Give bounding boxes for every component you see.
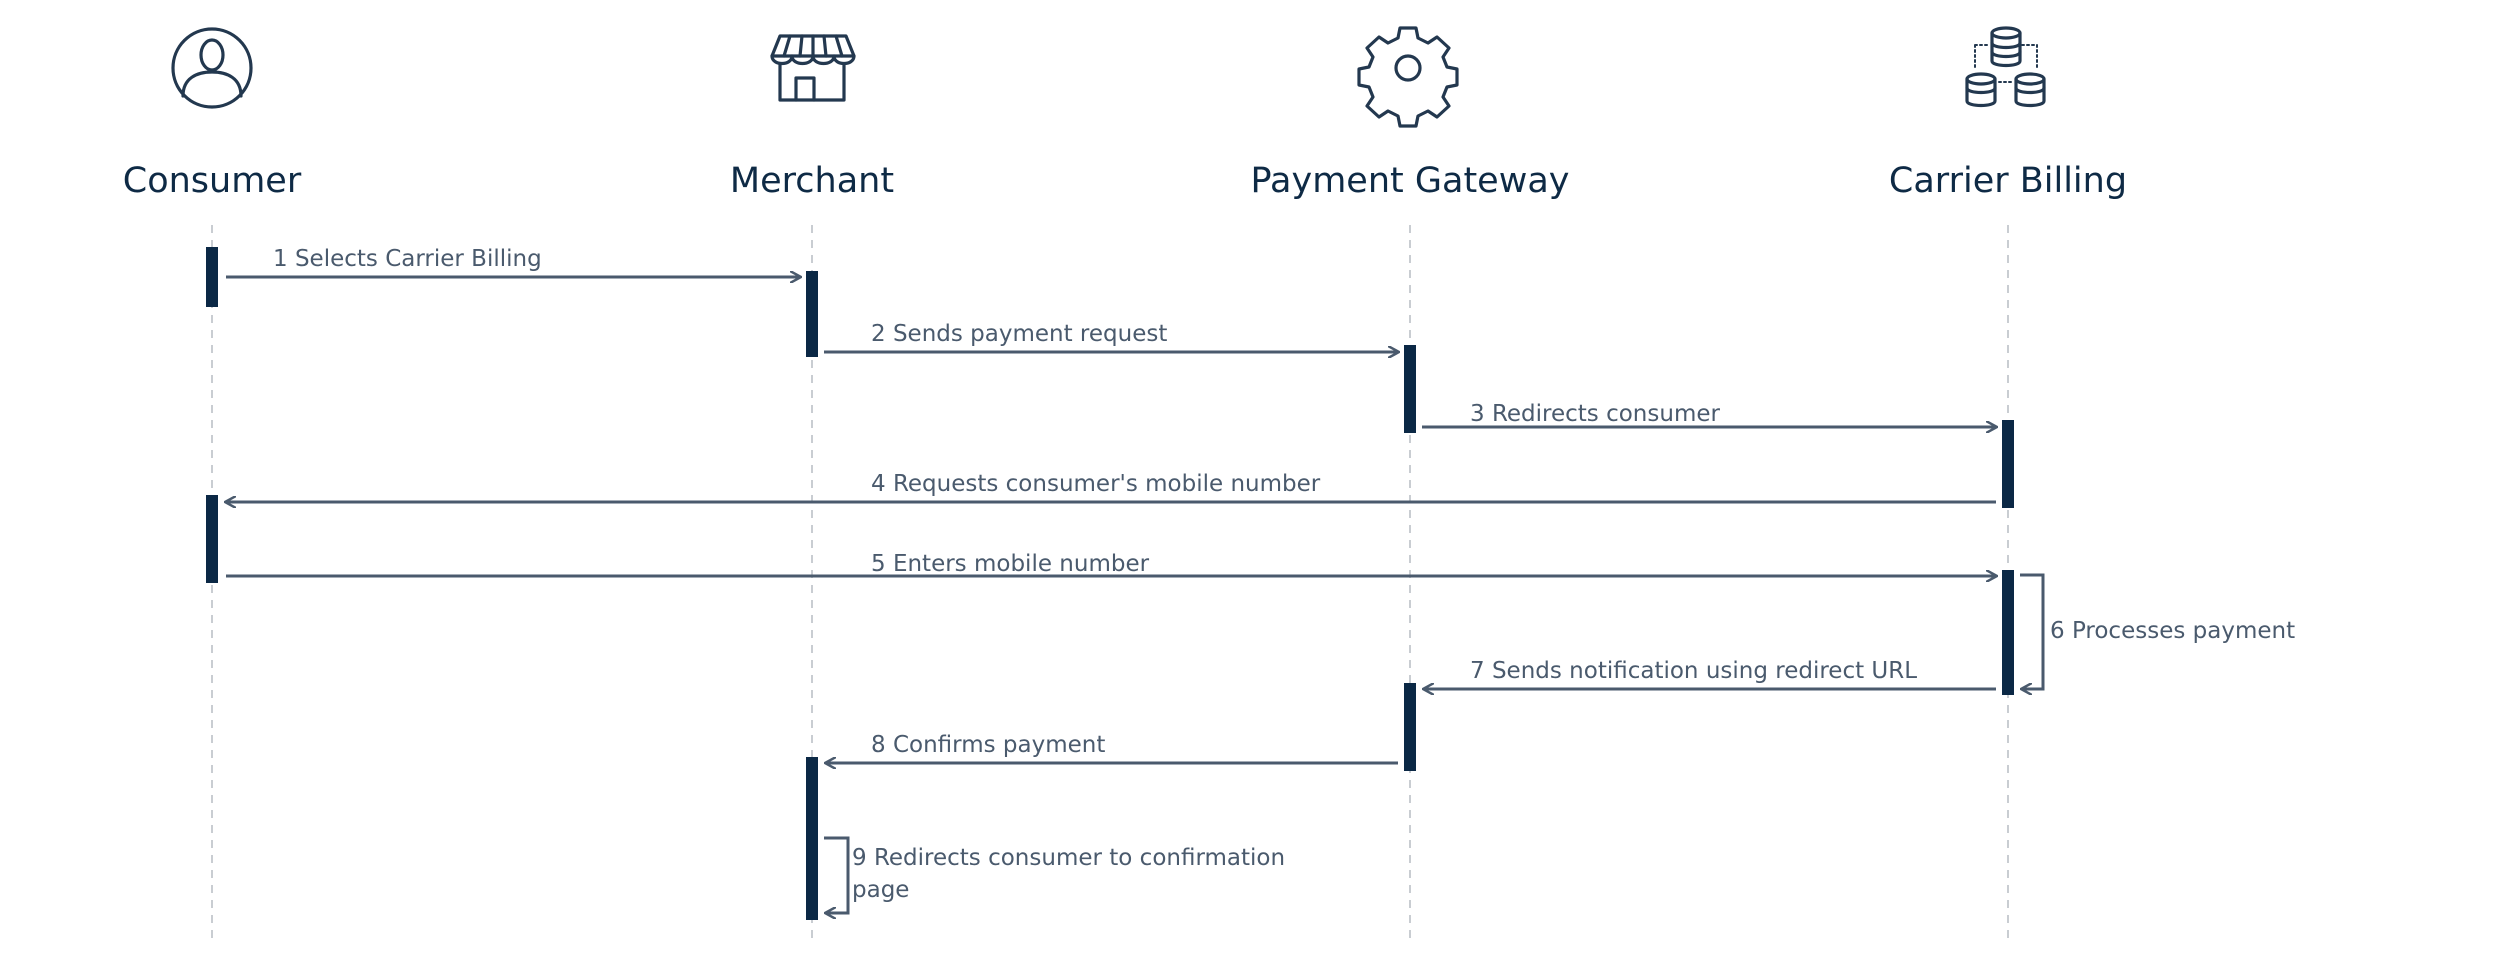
actor-label-carrier-billing: Carrier Billing — [1889, 161, 2127, 201]
activation-bar — [806, 271, 818, 357]
message-label-7: 7 Sends notification using redirect URL — [1470, 658, 1917, 684]
activation-bar — [2002, 570, 2014, 695]
activation-bar — [806, 757, 818, 920]
activation-bar — [2002, 420, 2014, 508]
message-label-3: 3 Redirects consumer — [1470, 401, 1721, 427]
message-arrow-9 — [824, 836, 850, 913]
actor-label-merchant: Merchant — [730, 161, 894, 201]
gear-icon — [1357, 26, 1459, 128]
message-arrow-6 — [2020, 573, 2045, 689]
message-label-9: 9 Redirects consumer to confirmation pag… — [852, 845, 1292, 903]
database-stack-icon — [1965, 26, 2046, 108]
storefront-icon — [770, 34, 856, 102]
actor-label-payment-gateway: Payment Gateway — [1251, 161, 1570, 201]
activation-bar — [206, 247, 218, 307]
message-label-1: 1 Selects Carrier Billing — [273, 246, 542, 272]
message-label-2: 2 Sends payment request — [871, 321, 1167, 347]
message-label-6: 6 Processes payment — [2050, 618, 2295, 644]
user-icon — [171, 27, 253, 109]
message-label-9-line1: 9 Redirects consumer to confirmation — [852, 845, 1285, 871]
message-label-4: 4 Requests consumer's mobile number — [871, 471, 1321, 497]
actor-label-consumer: Consumer — [123, 161, 302, 201]
activation-bar — [1404, 683, 1416, 771]
message-label-8: 8 Confirms payment — [871, 732, 1105, 758]
message-label-9-line2: page — [852, 877, 909, 903]
activation-bar — [1404, 345, 1416, 433]
message-label-5: 5 Enters mobile number — [871, 551, 1150, 577]
activation-bar — [206, 495, 218, 583]
